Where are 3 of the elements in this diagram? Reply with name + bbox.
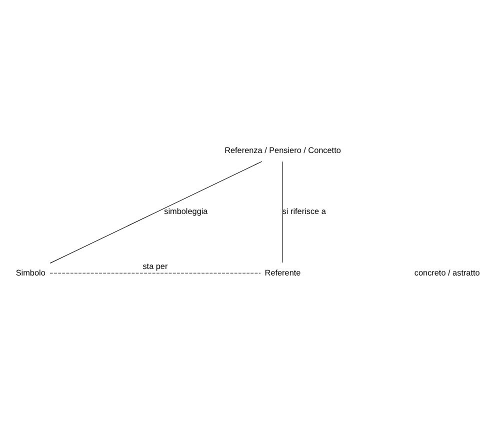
connector [50, 272, 261, 274]
connector [50, 161, 262, 264]
connector [282, 161, 284, 263]
